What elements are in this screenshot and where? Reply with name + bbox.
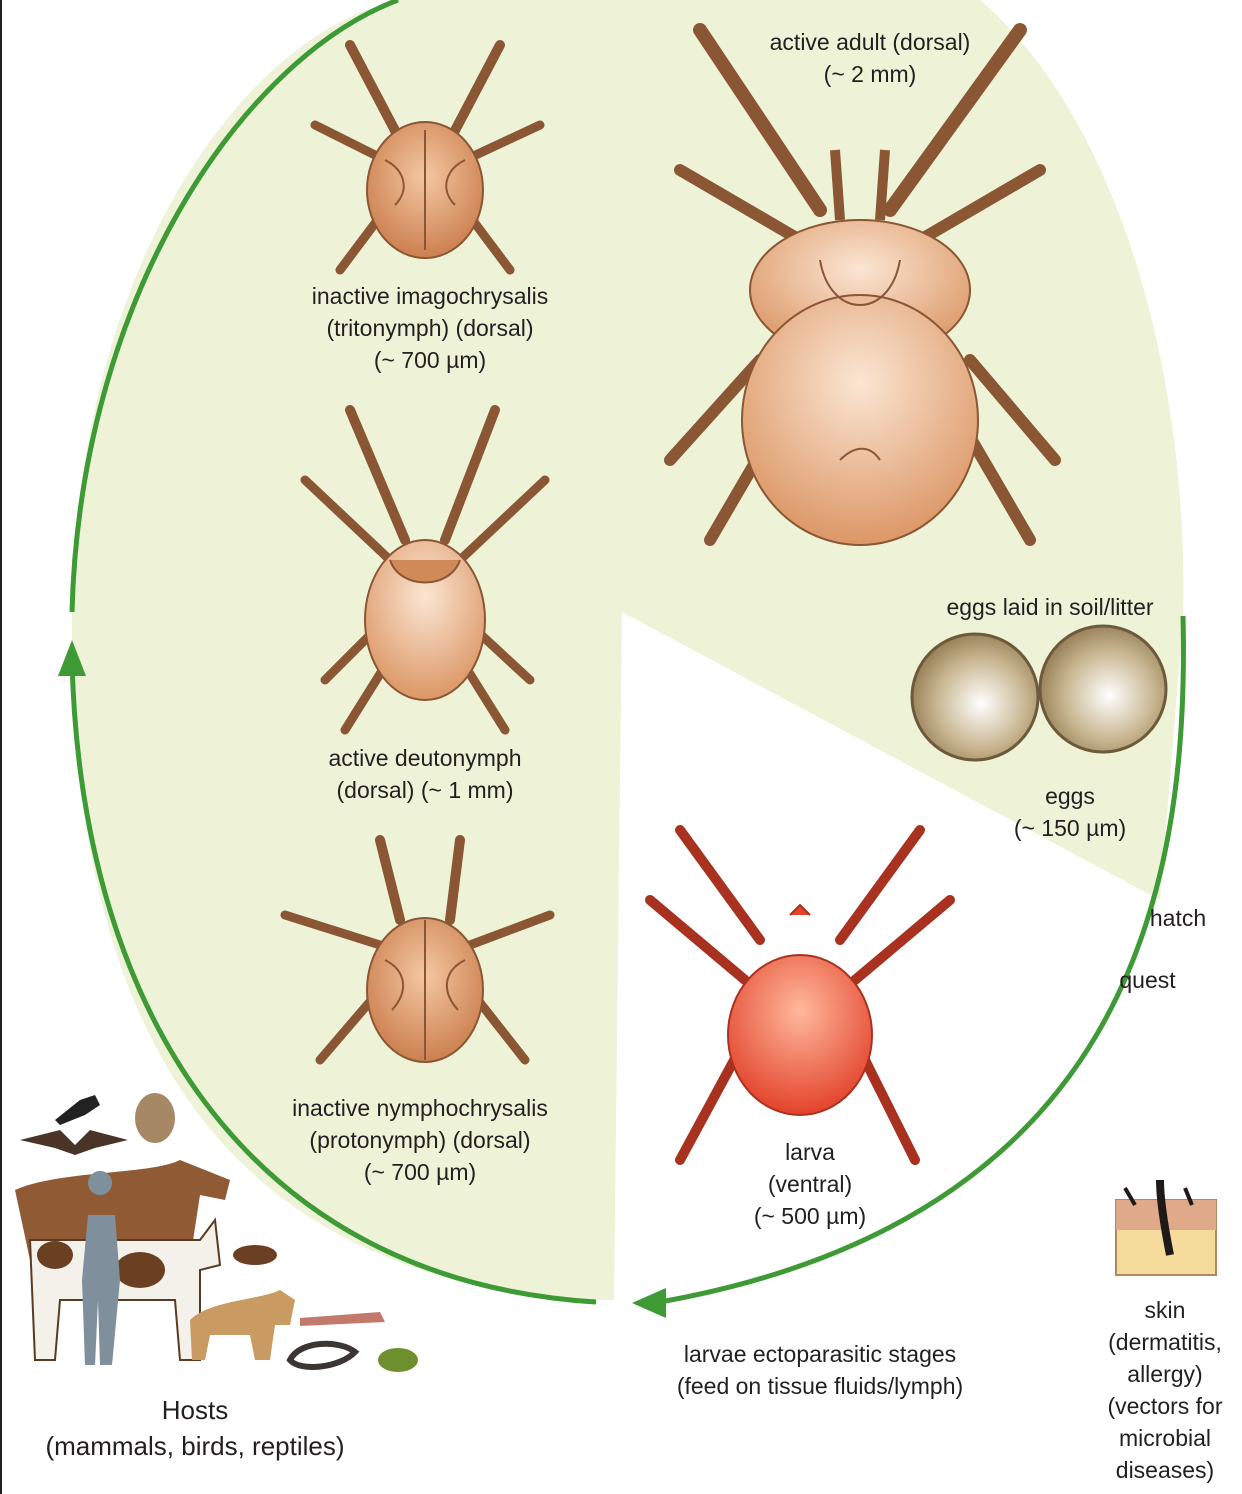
owl-icon [135, 1093, 175, 1143]
dog-icon [190, 1290, 295, 1360]
crow-icon [55, 1095, 100, 1125]
lizard-icon [300, 1312, 385, 1326]
skin-illustration [1116, 1180, 1216, 1275]
arrowhead-left [632, 1288, 666, 1318]
bat-icon [20, 1130, 128, 1155]
quest-label: quest [1110, 964, 1185, 996]
hosts-label: Hosts(mammals, birds, reptiles) [20, 1392, 370, 1464]
eggs-label: eggs(~ 150 µm) [990, 780, 1150, 844]
frog-icon [378, 1348, 418, 1372]
larva-mite [650, 830, 950, 1160]
deutonymph-label: active deutonymph(dorsal) (~ 1 mm) [285, 742, 565, 806]
eggs-laid-label: eggs laid in soil/litter [920, 591, 1180, 623]
larvae-feeding-label: larvae ectoparasitic stages(feed on tiss… [650, 1338, 990, 1402]
rat-icon [233, 1245, 277, 1265]
hatch-label: hatch [1138, 902, 1218, 934]
adult-label: active adult (dorsal)(~ 2 mm) [740, 26, 1000, 90]
protonymph-label: inactive nymphochrysalis(protonymph) (do… [255, 1092, 585, 1188]
snake-icon [290, 1344, 355, 1367]
tritonymph-label: inactive imagochrysalis(tritonymph) (dor… [270, 280, 590, 376]
larva-label: larva(ventral)(~ 500 µm) [720, 1136, 900, 1232]
